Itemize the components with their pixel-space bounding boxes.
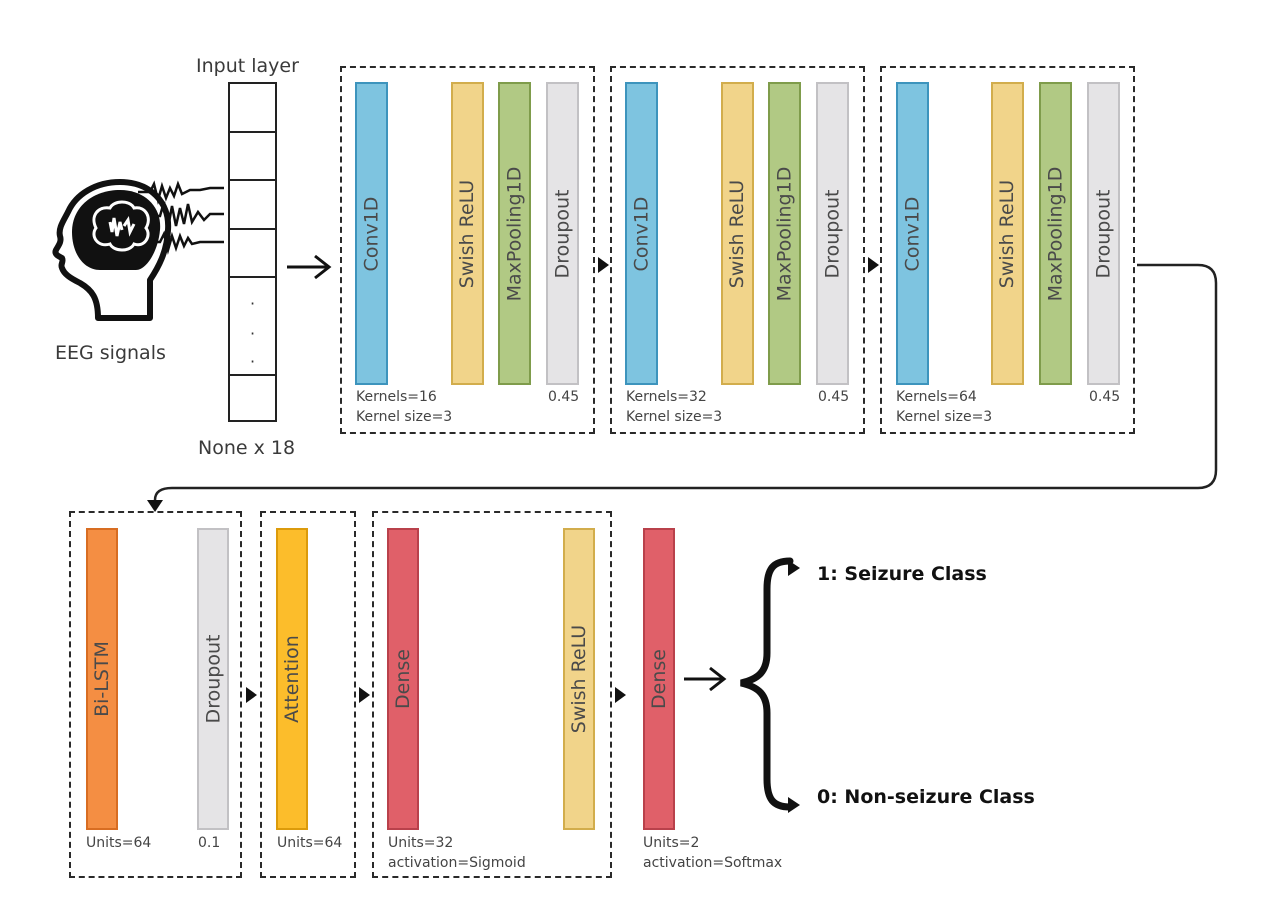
conv1d-layer: Conv1D — [625, 82, 658, 385]
eeg-caption: EEG signals — [55, 342, 166, 364]
units-label: Units=2 — [643, 835, 700, 851]
dense-block — [372, 511, 612, 878]
maxpooling-layer: MaxPooling1D — [768, 82, 801, 385]
conv-block-2 — [610, 66, 865, 434]
kernel-size-label: Kernel size=3 — [356, 409, 453, 425]
flow-arrowhead — [615, 687, 626, 703]
bi-lstm-layer: Bi-LSTM — [86, 528, 118, 830]
maxpooling-layer: MaxPooling1D — [1039, 82, 1072, 385]
swish-relu-layer: Swish ReLU — [451, 82, 484, 385]
units-label: Units=64 — [86, 835, 152, 851]
flow-arrowhead — [359, 687, 370, 703]
swish-relu-layer: Swish ReLU — [563, 528, 595, 830]
ellipsis-dot: · — [250, 324, 256, 343]
dropout-rate-label: 0.1 — [198, 835, 221, 851]
arrow-right-icon — [684, 666, 727, 692]
dropout-layer: Droupout — [816, 82, 849, 385]
class-arrowhead — [788, 560, 800, 576]
swish-relu-layer: Swish ReLU — [991, 82, 1024, 385]
flow-arrowhead — [598, 257, 609, 273]
output-dense-layer: Dense — [643, 528, 675, 830]
kernel-size-label: Kernel size=3 — [626, 409, 723, 425]
dropout-layer: Droupout — [1087, 82, 1120, 385]
dense-layer: Dense — [387, 528, 419, 830]
attention-layer: Attention — [276, 528, 308, 830]
dropout-rate-label: 0.45 — [1089, 389, 1121, 405]
dropout-rate-label: 0.45 — [818, 389, 850, 405]
activation-label: activation=Sigmoid — [388, 855, 526, 871]
kernels-label: Kernels=64 — [896, 389, 977, 405]
swish-relu-layer: Swish ReLU — [721, 82, 754, 385]
conv-block-3 — [880, 66, 1135, 434]
flow-arrowhead — [246, 687, 257, 703]
kernel-size-label: Kernel size=3 — [896, 409, 993, 425]
seizure-class-label: 1: Seizure Class — [817, 563, 987, 585]
units-label: Units=64 — [277, 835, 343, 851]
curly-brace-icon — [740, 557, 794, 811]
dropout-layer: Droupout — [197, 528, 229, 830]
activation-label: activation=Softmax — [643, 855, 783, 871]
maxpooling-layer: MaxPooling1D — [498, 82, 531, 385]
conv1d-layer: Conv1D — [896, 82, 929, 385]
flow-arrowhead — [868, 257, 879, 273]
kernels-label: Kernels=32 — [626, 389, 707, 405]
dropout-rate-label: 0.45 — [548, 389, 580, 405]
conv1d-layer: Conv1D — [355, 82, 388, 385]
units-label: Units=32 — [388, 835, 454, 851]
kernels-label: Kernels=16 — [356, 389, 437, 405]
conv-block-1 — [340, 66, 595, 434]
arrow-right-icon — [287, 254, 332, 280]
non-seizure-class-label: 0: Non-seizure Class — [817, 786, 1035, 808]
ellipsis-dot: · — [250, 352, 256, 371]
class-arrowhead — [788, 797, 800, 813]
input-layer-column: · · · — [228, 82, 277, 422]
ellipsis-dot: · — [250, 294, 256, 313]
dropout-layer: Droupout — [546, 82, 579, 385]
input-shape: None x 18 — [198, 437, 296, 459]
input-layer-title: Input layer — [196, 55, 299, 77]
attention-block — [260, 511, 356, 878]
lstm-block — [69, 511, 242, 878]
head-icon — [52, 179, 224, 321]
